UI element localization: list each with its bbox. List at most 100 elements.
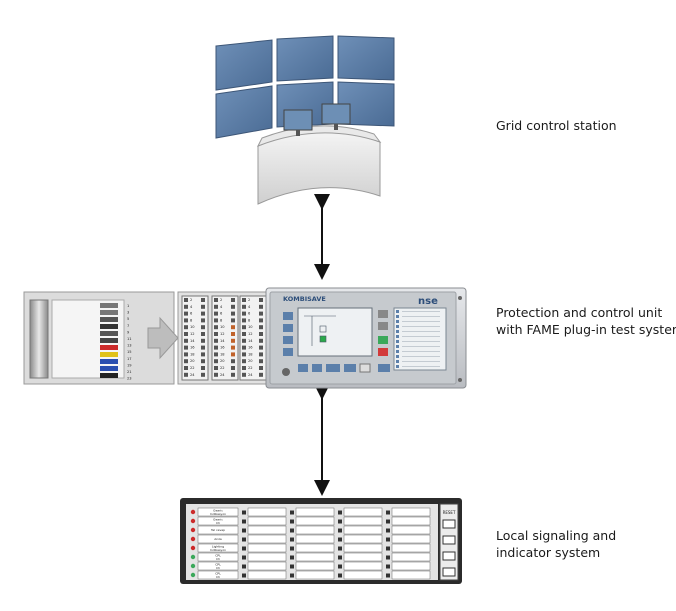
- control-desk: [256, 103, 382, 205]
- terminal-screw: [184, 298, 188, 302]
- annunciator-window: [295, 534, 335, 544]
- annunciator-window: [247, 525, 287, 535]
- caption-line: indicator system: [496, 545, 601, 560]
- wire: [100, 345, 118, 350]
- terminal-number: 14: [220, 339, 225, 343]
- nav-up-key[interactable]: [298, 364, 308, 372]
- terminal-screw: [231, 372, 235, 377]
- reset-key[interactable]: [378, 364, 390, 372]
- annunciator-led-slot: [242, 537, 246, 542]
- left-softkeys: [283, 312, 293, 356]
- annunciator-label: Ch: [216, 566, 220, 570]
- softkey-2[interactable]: [283, 324, 293, 332]
- wire: [100, 317, 118, 322]
- led: [396, 320, 399, 323]
- annunciator-window: [343, 561, 383, 571]
- terminal-screw: [259, 352, 263, 357]
- annunciator-led-slot: [338, 519, 342, 524]
- terminal-screw: [242, 366, 246, 370]
- annunciator-led: [190, 563, 196, 569]
- fkey-1[interactable]: [378, 310, 388, 318]
- annunciator-window: [295, 561, 335, 571]
- terminal-number: 7: [127, 324, 129, 328]
- terminal-number: 2: [220, 298, 222, 302]
- enter-key[interactable]: [326, 364, 340, 372]
- terminal-number: 10: [220, 325, 225, 329]
- softkey-1[interactable]: [283, 312, 293, 320]
- softkey-4[interactable]: [283, 348, 293, 356]
- annunciator-led-slot: [386, 564, 390, 569]
- annunciator-led-slot: [386, 537, 390, 542]
- annunciator-led-slot: [242, 564, 246, 569]
- terminal-screw: [184, 311, 188, 316]
- annunciator-window: [391, 570, 431, 580]
- wire: [100, 338, 118, 343]
- terminal-number: 11: [127, 337, 132, 341]
- lamp-test-button[interactable]: [442, 567, 456, 577]
- annunciator-led-slot: [242, 546, 246, 551]
- terminal-number: 16: [190, 346, 195, 350]
- annunciator-led-slot: [290, 510, 294, 515]
- terminal-screw: [231, 304, 235, 309]
- annunciator-led: [190, 572, 196, 578]
- fkey-2[interactable]: [378, 322, 388, 330]
- annunciator-window: [391, 534, 431, 544]
- annunciator-window: [391, 516, 431, 526]
- terminal-screw: [201, 366, 205, 370]
- terminal-screw: [242, 325, 246, 330]
- usb-port[interactable]: [359, 363, 371, 373]
- annunciator-led-slot: [290, 564, 294, 569]
- terminal-screw: [242, 318, 246, 323]
- nav-down-key[interactable]: [312, 364, 322, 372]
- annunciator-window: [247, 570, 287, 580]
- terminal-screw: [214, 366, 218, 370]
- terminal-screw: [201, 332, 205, 336]
- led: [396, 340, 399, 343]
- terminal-screw: [201, 372, 205, 377]
- terminal-screw: [231, 318, 235, 323]
- terminal-number: 12: [248, 332, 253, 336]
- terminal-number: 2: [248, 298, 250, 302]
- terminal-screw: [214, 352, 218, 357]
- led: [396, 345, 399, 348]
- device-brand: KOMBISAVE: [283, 295, 326, 303]
- open-key[interactable]: [378, 348, 388, 356]
- terminal-number: 6: [190, 312, 193, 316]
- annunciator-window: [197, 507, 239, 517]
- terminal-screw: [242, 298, 246, 302]
- key-switch[interactable]: [282, 368, 290, 376]
- terminal-number: 12: [220, 332, 225, 336]
- terminal-screw: [242, 332, 246, 336]
- terminal-screw: [201, 338, 205, 343]
- terminal-number: 12: [190, 332, 195, 336]
- close-key[interactable]: [378, 336, 388, 344]
- terminal-number: 9: [127, 330, 130, 334]
- silence-button[interactable]: [442, 551, 456, 561]
- softkey-3[interactable]: [283, 336, 293, 344]
- led: [396, 315, 399, 318]
- annunciator-window: [247, 552, 287, 562]
- wire: [100, 331, 118, 336]
- terminal-number: 16: [248, 346, 253, 350]
- menu-key[interactable]: [344, 364, 356, 372]
- terminal-screw: [242, 359, 246, 364]
- terminal-screw: [184, 352, 188, 357]
- led: [396, 350, 399, 353]
- annunciator-led-slot: [242, 573, 246, 578]
- function-keys: [378, 310, 388, 356]
- terminal-number: 21: [127, 370, 132, 374]
- annunciator-window: [295, 516, 335, 526]
- annunciator-window: [295, 543, 335, 553]
- video-wall: [215, 35, 395, 139]
- terminal-screw: [184, 338, 188, 343]
- test-button[interactable]: [442, 535, 456, 545]
- terminal-screw: [259, 318, 263, 323]
- terminal-screw: [184, 372, 188, 377]
- terminal-number: 13: [127, 344, 132, 348]
- annunciator-label: Ch: [216, 557, 220, 561]
- annunciator-label: Indikasyon: [210, 512, 226, 516]
- ack-button[interactable]: [442, 519, 456, 529]
